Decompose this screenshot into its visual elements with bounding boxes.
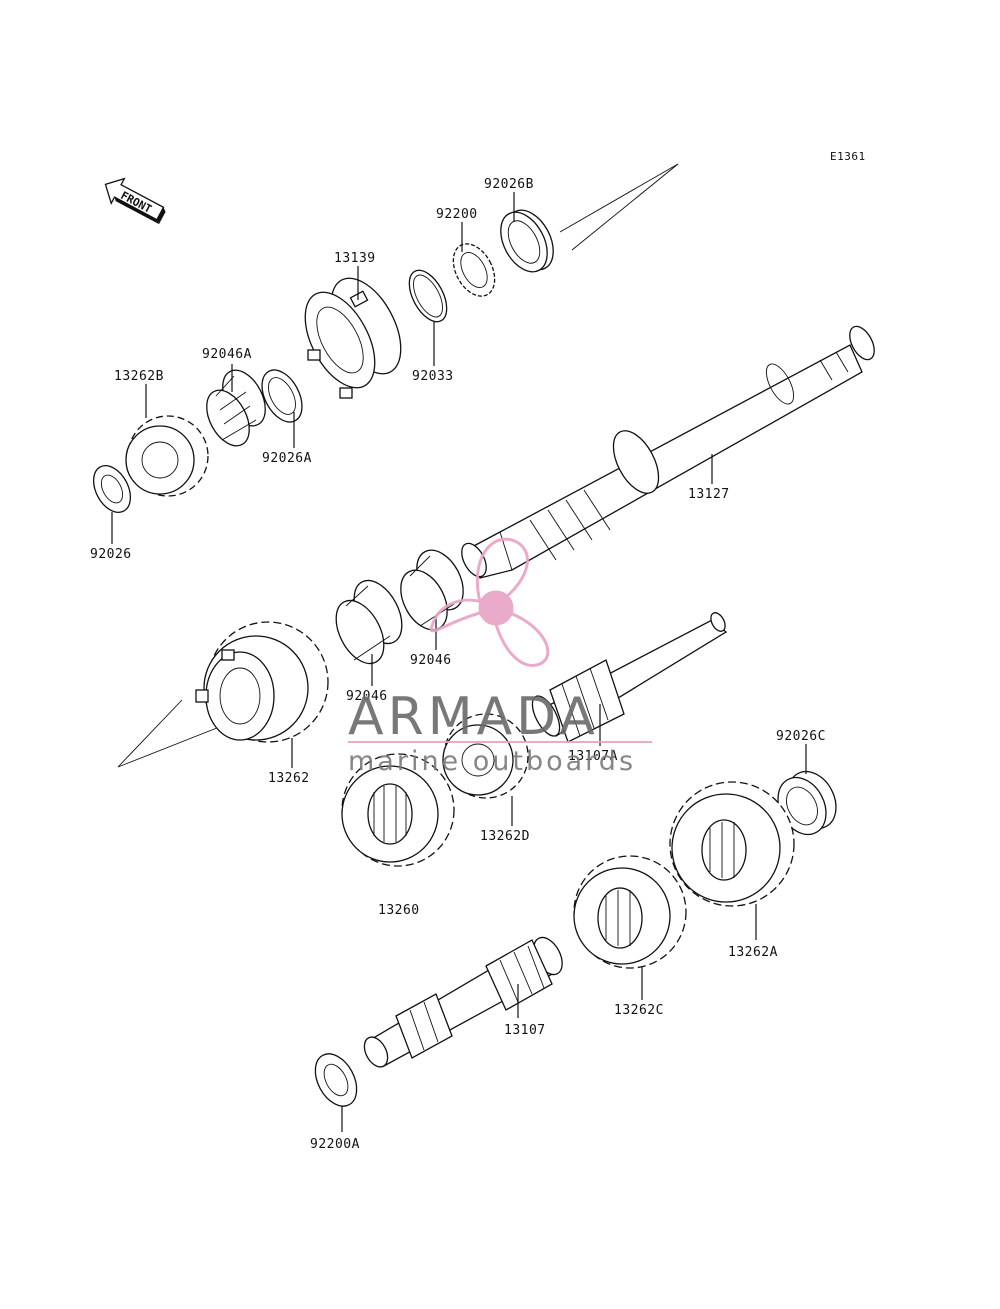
label-13107A: 13107A [568, 749, 618, 764]
part-13139-collar [304, 277, 402, 399]
propeller-logo [429, 537, 550, 667]
part-92200A-washer [314, 1053, 358, 1107]
part-92026B-ring [500, 209, 554, 273]
diagram-code: E1361 [830, 150, 866, 163]
label-13127: 13127 [688, 487, 730, 502]
part-92033-circlip [408, 269, 448, 323]
part-13260-gear [341, 753, 455, 867]
label-13262B: 13262B [114, 369, 164, 384]
explosion-guide-upper [559, 163, 679, 251]
watermark-word: ARMADA [348, 687, 599, 747]
part-13262B-gear [125, 415, 209, 497]
label-92026: 92026 [90, 547, 132, 562]
label-13262A: 13262A [728, 945, 778, 960]
part-13127-shaft [461, 325, 875, 579]
label-13139: 13139 [334, 251, 376, 266]
part-13262-gear [195, 621, 329, 743]
part-13262C-gear [573, 855, 687, 969]
label-92046-lower: 92046 [346, 689, 388, 704]
part-92046A-bearing [206, 369, 266, 447]
part-92200-washer [452, 243, 496, 297]
explosion-guide-lower [117, 699, 233, 768]
watermark-tagline: marine outboards [348, 746, 636, 777]
part-92026A-washer [261, 369, 303, 423]
part-92026C-ring [777, 770, 837, 836]
label-92026C: 92026C [776, 729, 826, 744]
label-92026B: 92026B [484, 177, 534, 192]
label-13260: 13260 [378, 903, 420, 918]
label-92200: 92200 [436, 207, 478, 222]
label-92046-upper: 92046 [410, 653, 452, 668]
part-92026-washer [92, 465, 132, 513]
label-92200A: 92200A [310, 1137, 360, 1152]
part-13107A-shaft [531, 612, 728, 743]
label-92026A: 92026A [262, 451, 312, 466]
part-92046-lower-bearing [335, 579, 403, 665]
label-13262D: 13262D [480, 829, 530, 844]
part-13262A-gear [669, 781, 795, 907]
part-13107-shaft [363, 936, 563, 1068]
watermark: ARMADA marine outboards [348, 537, 652, 777]
label-13262C: 13262C [614, 1003, 664, 1018]
label-13107: 13107 [504, 1023, 546, 1038]
label-13262: 13262 [268, 771, 310, 786]
part-labels: 92026B 92200 13139 92033 92046A 13262B 9… [90, 177, 826, 1152]
leader-lines [111, 192, 807, 1132]
front-direction-arrow: FRONT [104, 177, 166, 225]
label-92046A: 92046A [202, 347, 252, 362]
label-92033: 92033 [412, 369, 454, 384]
